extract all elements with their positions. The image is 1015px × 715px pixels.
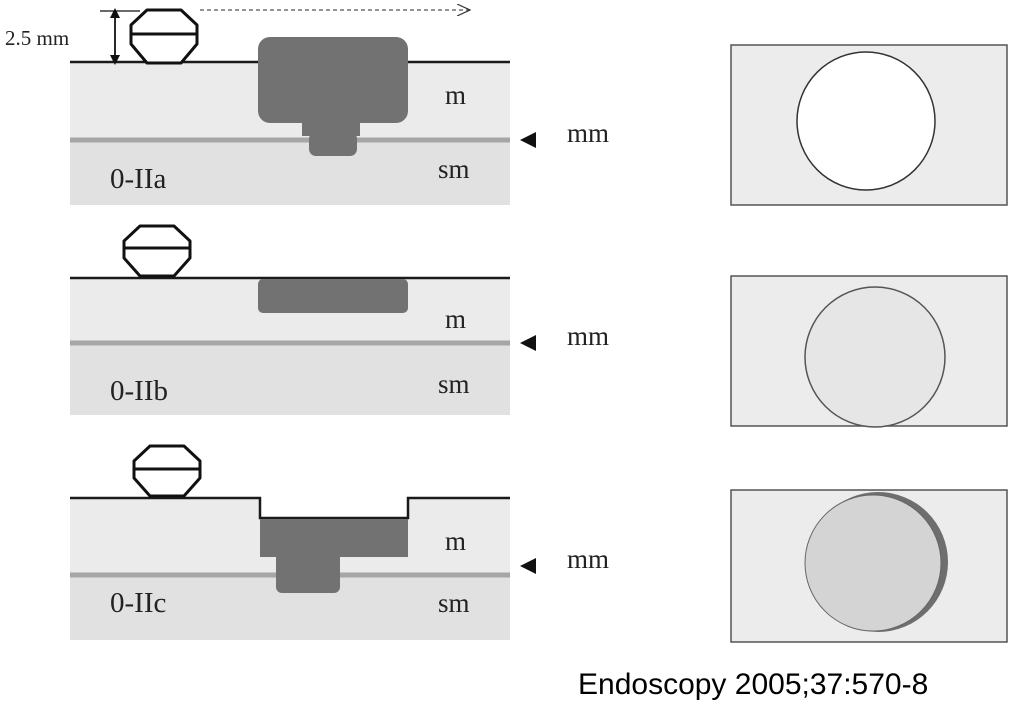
mucosal-surface-line <box>70 496 510 520</box>
type-label: 0-IIa <box>110 163 166 195</box>
type-label: 0-IIb <box>110 375 168 407</box>
muscularis-mucosae-label: mm <box>567 118 609 148</box>
elevated-lesion <box>258 37 408 123</box>
flat-lesion <box>258 279 408 313</box>
panel-0-IIc: 0-IIc m sm mm <box>70 444 609 640</box>
mucosa-label: m <box>445 80 466 110</box>
submucosa-label: sm <box>438 369 470 399</box>
arrowhead-left-icon <box>520 335 536 351</box>
depressed-lesion-top-view <box>804 494 942 632</box>
mucosa-label: m <box>445 526 466 556</box>
panel-0-IIb: 0-IIb m sm mm <box>70 224 609 415</box>
muscularis-mucosae-label: mm <box>567 321 609 351</box>
measurement-label: 2.5 mm <box>5 26 69 50</box>
muscularis-mucosae-label: mm <box>567 544 609 574</box>
top-view-0-IIc <box>730 489 1008 643</box>
submucosa-layer <box>70 343 510 415</box>
arrowhead-left-icon <box>520 558 536 574</box>
submucosa-label: sm <box>438 588 470 618</box>
panel-0-IIa: 2.5 mm 0-IIa m sm mm <box>5 10 609 205</box>
arrowhead-left-icon <box>520 132 536 148</box>
top-view-0-IIa <box>730 44 1008 206</box>
submucosa-label: sm <box>438 154 470 184</box>
lesion-invasion-tip <box>309 132 357 156</box>
biopsy-forceps-icon <box>122 224 192 278</box>
lesion-submucosal-extension <box>302 118 360 136</box>
citation: Endoscopy 2005;37:570-8 <box>578 668 929 701</box>
mucosa-label: m <box>445 304 466 334</box>
lesion-invasion-tip <box>276 550 340 593</box>
submucosa-layer <box>70 140 510 205</box>
biopsy-forceps-icon <box>132 444 202 498</box>
type-label: 0-IIc <box>110 587 166 619</box>
elevated-lesion-top-view <box>796 51 936 191</box>
flat-lesion-top-view <box>804 286 946 428</box>
top-view-0-IIb <box>730 275 1008 428</box>
biopsy-forceps-icon <box>129 8 199 65</box>
